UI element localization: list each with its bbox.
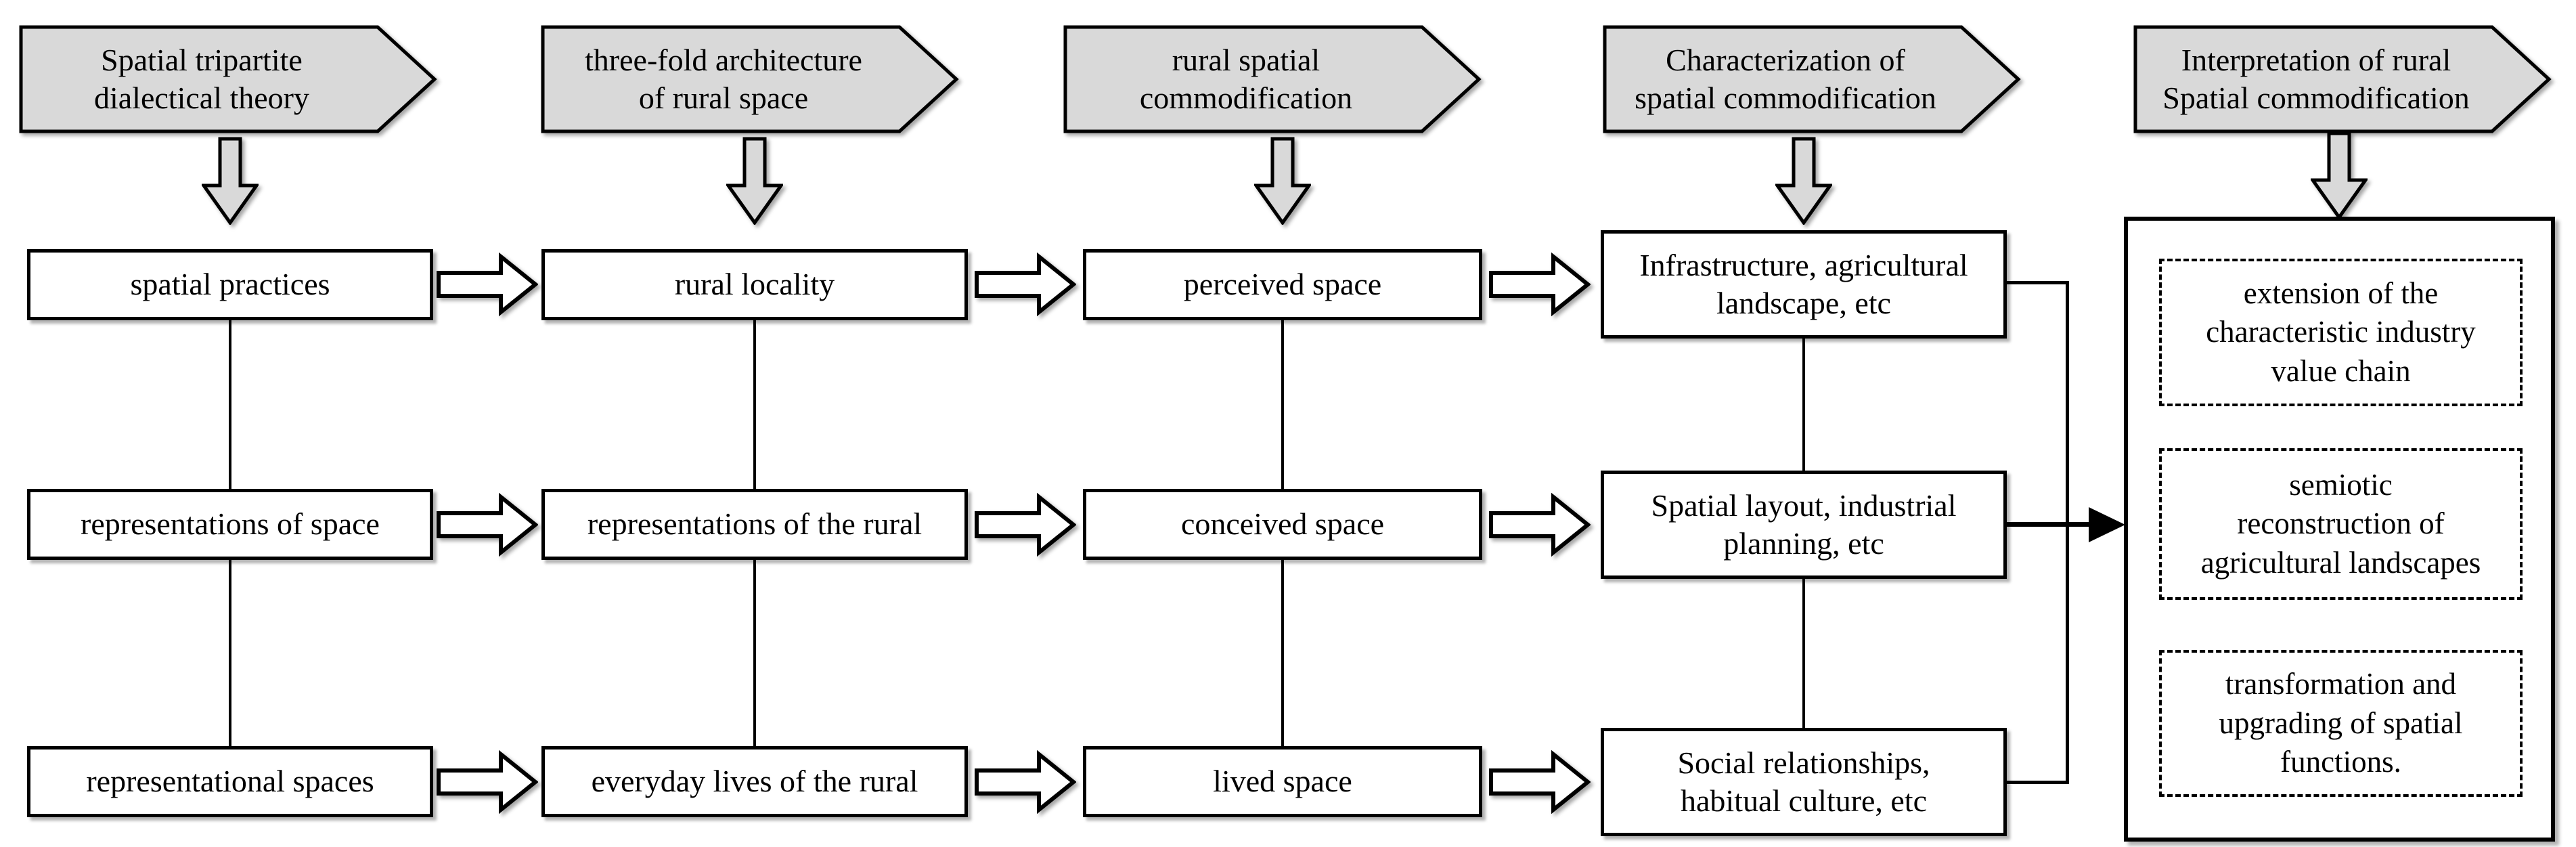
header-characterization: Characterization of spatial commodificat… xyxy=(1603,25,2021,133)
header-spatial-tripartite-dialectical-theory: Spatial tripartite dialectical theory xyxy=(19,25,437,133)
box-representations-of-the-rural: representations of the rural xyxy=(541,489,968,560)
header-rural-spatial-commodification: rural spatial commodification xyxy=(1063,25,1482,133)
signpost-arrow-icon xyxy=(541,25,959,133)
box-representational-spaces: representational spaces xyxy=(27,746,433,817)
connector-line xyxy=(2003,281,2068,284)
box-representations-of-space: representations of space xyxy=(27,489,433,560)
connector-line xyxy=(1281,559,1284,747)
box-label: rural locality xyxy=(674,267,835,302)
flow-arrow-right-icon xyxy=(1489,750,1591,815)
flow-arrow-right-icon xyxy=(975,750,1077,815)
header-label: three-fold architecture of rural space xyxy=(585,42,862,115)
box-lived-space: lived space xyxy=(1083,746,1482,817)
connector-line xyxy=(2003,781,2068,784)
outcome-label: semiotic reconstruction of agricultural … xyxy=(2200,467,2481,580)
merge-connector-line xyxy=(2003,522,2093,527)
header-label: Characterization of spatial commodificat… xyxy=(1635,42,1936,115)
header-label: Interpretation of rural Spatial commodif… xyxy=(2162,42,2470,115)
flow-arrow-down-icon xyxy=(725,137,784,226)
header-label: rural spatial commodification xyxy=(1139,42,1353,115)
connector-line xyxy=(229,319,231,490)
box-rural-locality: rural locality xyxy=(541,249,968,320)
connector-line xyxy=(2066,281,2069,784)
outcome-label: extension of the characteristic industry… xyxy=(2206,276,2476,388)
flow-arrow-right-icon xyxy=(975,252,1077,317)
box-everyday-lives: everyday lives of the rural xyxy=(541,746,968,817)
outcome-box-semiotic-reconstruction: semiotic reconstruction of agricultural … xyxy=(2159,448,2523,600)
flow-arrow-right-icon xyxy=(1489,492,1591,557)
box-spatial-layout: Spatial layout, industrial planning, etc xyxy=(1601,471,2007,579)
connector-line xyxy=(753,319,756,490)
outcome-label: transformation and upgrading of spatial … xyxy=(2219,667,2463,779)
box-label: Spatial layout, industrial planning, etc xyxy=(1651,487,1957,561)
header-interpretation: Interpretation of rural Spatial commodif… xyxy=(2133,25,2552,133)
connector-line xyxy=(1281,319,1284,490)
box-social-relationships: Social relationships, habitual culture, … xyxy=(1601,728,2007,836)
box-label: spatial practices xyxy=(130,267,330,302)
box-label: representational spaces xyxy=(86,764,374,799)
connector-line xyxy=(1802,578,1805,729)
signpost-arrow-icon xyxy=(1603,25,2021,133)
box-spatial-practices: spatial practices xyxy=(27,249,433,320)
outcome-box-value-chain: extension of the characteristic industry… xyxy=(2159,259,2523,406)
signpost-arrow-icon xyxy=(19,25,437,133)
box-label: conceived space xyxy=(1180,506,1385,542)
box-label: perceived space xyxy=(1183,267,1382,302)
merge-arrowhead-icon xyxy=(2089,507,2125,542)
header-label: Spatial tripartite dialectical theory xyxy=(93,42,309,115)
connector-line xyxy=(753,559,756,747)
connector-line xyxy=(1802,337,1805,472)
box-label: Social relationships, habitual culture, … xyxy=(1677,745,1930,818)
box-conceived-space: conceived space xyxy=(1083,489,1482,560)
header-three-fold-architecture: three-fold architecture of rural space xyxy=(541,25,959,133)
signpost-arrow-icon xyxy=(1063,25,1482,133)
box-label: representations of space xyxy=(81,506,380,542)
box-label: Infrastructure, agricultural landscape, … xyxy=(1639,247,1968,320)
flow-arrow-right-icon xyxy=(437,252,539,317)
flow-arrow-right-icon xyxy=(1489,252,1591,317)
outcome-box-spatial-functions: transformation and upgrading of spatial … xyxy=(2159,650,2523,797)
flow-arrow-down-icon xyxy=(2309,131,2369,221)
flow-arrow-down-icon xyxy=(1774,137,1834,226)
flow-arrow-down-icon xyxy=(1253,137,1312,226)
signpost-arrow-icon xyxy=(2133,25,2552,133)
flow-arrow-down-icon xyxy=(200,137,260,226)
box-perceived-space: perceived space xyxy=(1083,249,1482,320)
flow-arrow-right-icon xyxy=(975,492,1077,557)
box-label: lived space xyxy=(1213,764,1352,799)
connector-line xyxy=(229,559,231,747)
flow-arrow-right-icon xyxy=(437,750,539,815)
box-label: everyday lives of the rural xyxy=(591,764,918,799)
flow-arrow-right-icon xyxy=(437,492,539,557)
box-label: representations of the rural xyxy=(587,506,923,542)
box-infrastructure: Infrastructure, agricultural landscape, … xyxy=(1601,230,2007,339)
